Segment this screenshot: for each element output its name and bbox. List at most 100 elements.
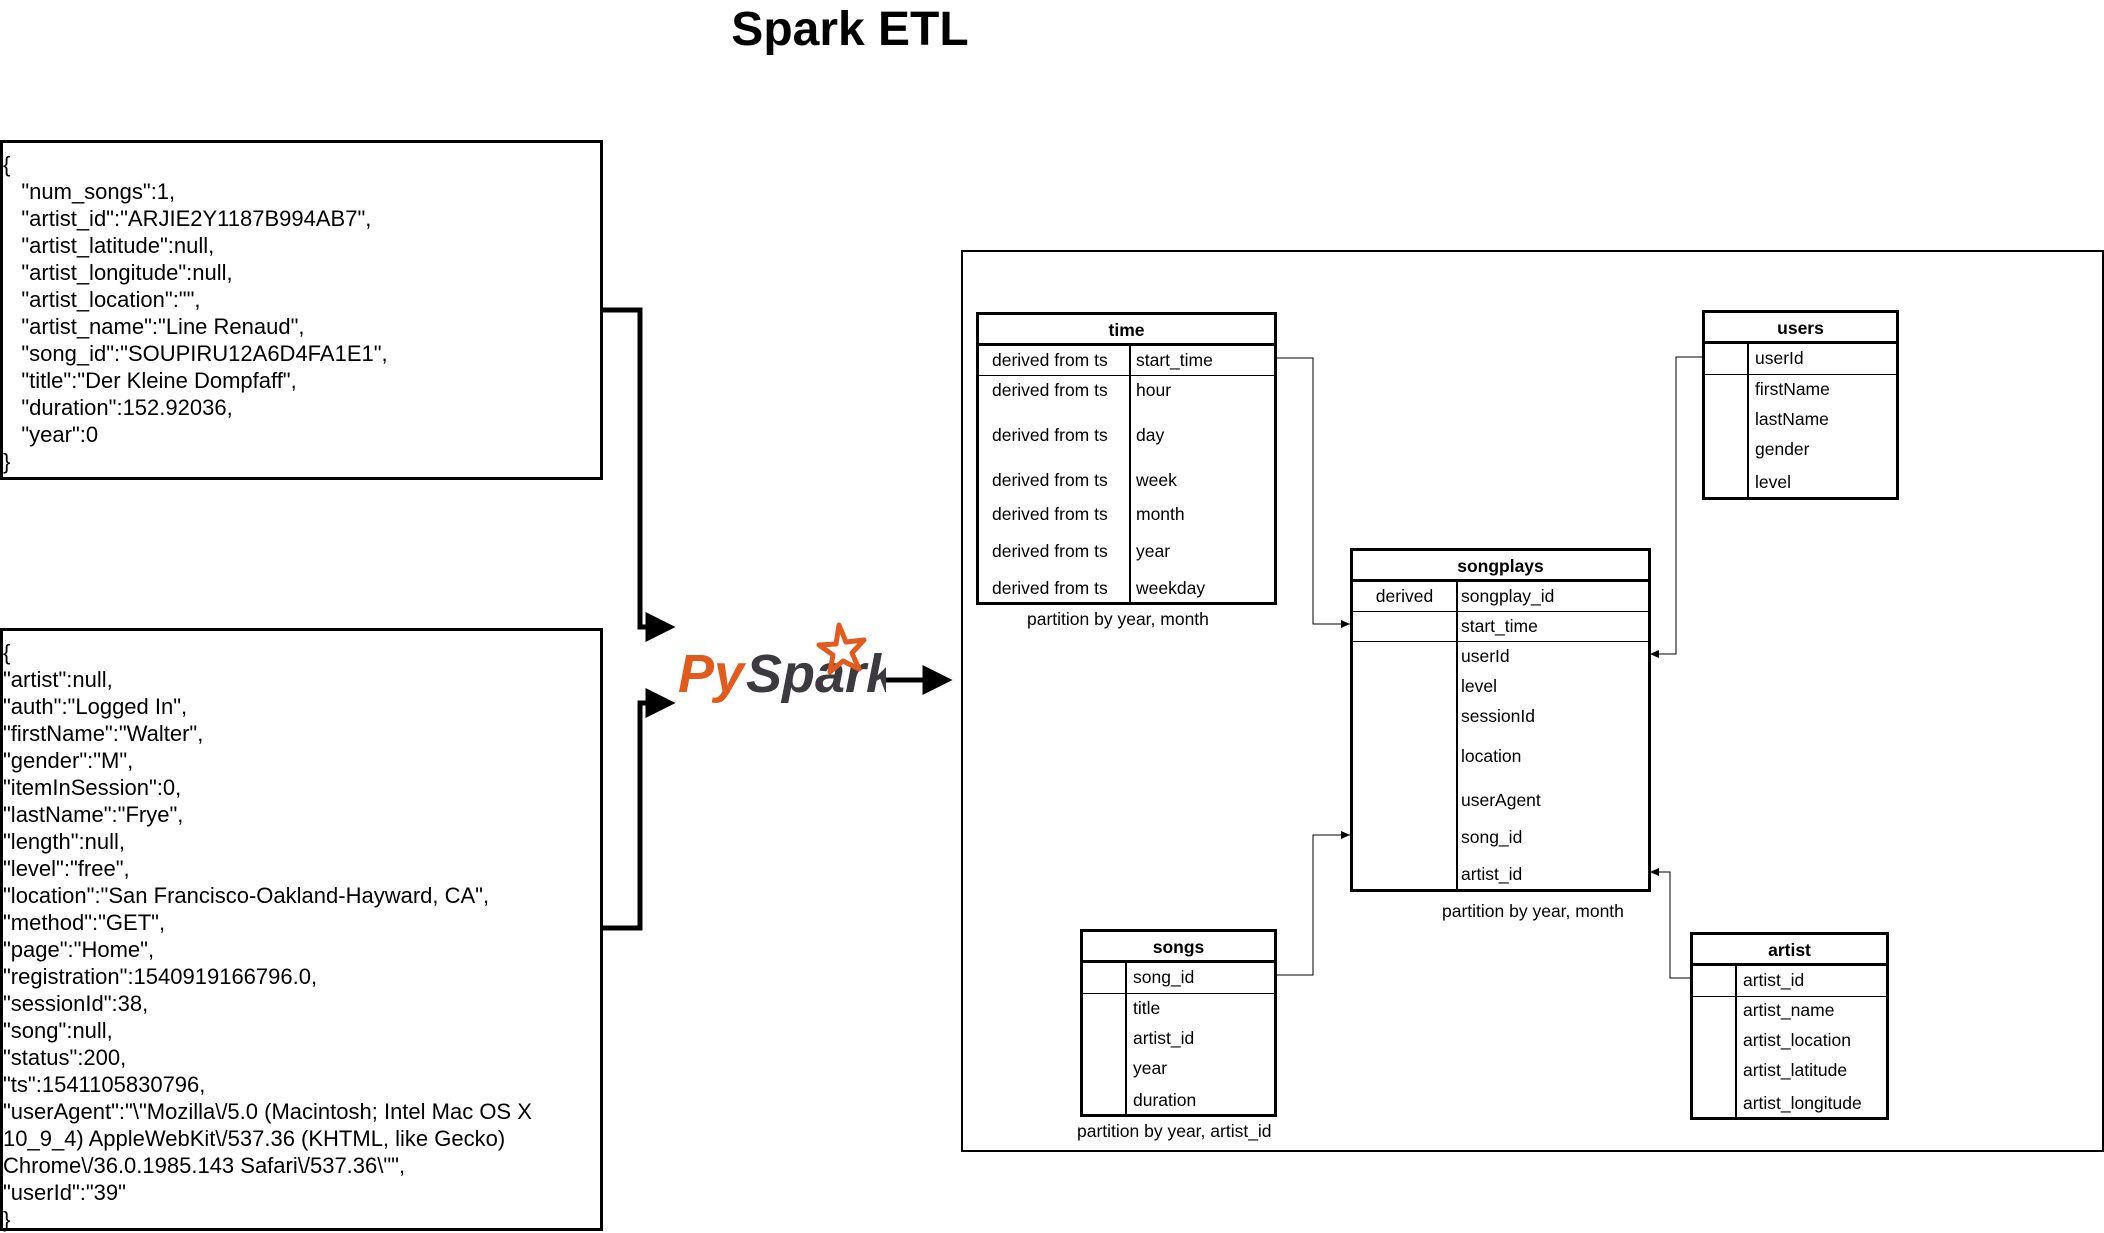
table-column: sessionId — [1461, 706, 1535, 726]
time-to-songplays-link — [1276, 357, 1350, 628]
json-line: "gender":"M", — [3, 748, 134, 773]
table-header: time — [979, 315, 1274, 346]
table-column: location — [1461, 746, 1522, 766]
table-cell: derived from ts — [992, 425, 1108, 445]
table-column: userAgent — [1461, 790, 1541, 810]
json-line: "firstName":"Walter", — [3, 721, 204, 746]
table-column: year — [1133, 1058, 1168, 1078]
table-cell: derived from ts — [992, 470, 1108, 490]
pyspark-logo: Py Spark — [676, 620, 899, 720]
table-column: firstName — [1755, 379, 1830, 399]
table-column: artist_name — [1743, 1000, 1835, 1020]
json-line: "year":0 — [3, 422, 99, 447]
table-header: songs — [1083, 932, 1274, 963]
table-column: song_id — [1133, 967, 1195, 987]
json-line: "lastName":"Frye", — [3, 802, 184, 827]
json-line: "registration":1540919166796.0, — [3, 964, 318, 989]
star-schema-frame — [961, 250, 2104, 1152]
json-line: "song":null, — [3, 1018, 113, 1043]
table-header: songplays — [1353, 551, 1648, 582]
users-table: users userId firstName lastName gender l… — [1702, 310, 1899, 500]
table-column: year — [1136, 541, 1171, 561]
json-line: "method":"GET", — [3, 910, 166, 935]
users-to-songplays-link — [1650, 356, 1703, 658]
json-line: "ts":1541105830796, — [3, 1072, 206, 1097]
json-line: "auth":"Logged In", — [3, 694, 188, 719]
table-column: start_time — [1136, 350, 1213, 370]
table-column: userId — [1461, 646, 1510, 666]
table-column: artist_id — [1133, 1028, 1195, 1048]
table-column: song_id — [1461, 827, 1523, 847]
star-icon — [816, 622, 867, 675]
songplays-partition-label: partition by year, month — [1442, 901, 1624, 921]
table-column: start_time — [1461, 616, 1538, 636]
json-line: "artist":null, — [3, 667, 113, 692]
song-data-json-box: { "num_songs":1, "artist_id":"ARJIE2Y118… — [0, 140, 603, 480]
songplays-table: songplays derived songplay_id start_time… — [1350, 548, 1651, 892]
table-column: month — [1136, 504, 1185, 524]
table-column: week — [1136, 470, 1177, 490]
table-column: artist_id — [1461, 864, 1523, 884]
artist-to-songplays-link — [1650, 868, 1690, 979]
table-column: artist_location — [1743, 1030, 1851, 1050]
table-column: hour — [1136, 380, 1172, 400]
song-data-arrow — [603, 307, 676, 642]
json-line: "artist_name":"Line Renaud", — [3, 314, 305, 339]
table-cell: derived — [1375, 586, 1434, 606]
json-line: "page":"Home", — [3, 937, 155, 962]
logo-spark-text: Spark — [746, 644, 886, 704]
json-line: "artist_latitude":null, — [3, 233, 215, 258]
json-line: "title":"Der Kleine Dompfaff", — [3, 368, 297, 393]
diagram-title: Spark ETL — [731, 3, 969, 56]
json-line: "duration":152.92036, — [3, 395, 233, 420]
time-partition-label: partition by year, month — [1027, 609, 1209, 629]
json-line: "userId":"39" — [3, 1180, 126, 1205]
table-column: level — [1755, 472, 1791, 492]
artist-table: artist artist_id artist_name artist_loca… — [1690, 932, 1889, 1120]
table-column: level — [1461, 676, 1497, 696]
table-column: artist_id — [1743, 970, 1805, 990]
json-line: "artist_location":"", — [3, 287, 201, 312]
json-line: "sessionId":38, — [3, 991, 149, 1016]
json-line: { — [3, 640, 11, 665]
json-line: "status":200, — [3, 1045, 127, 1070]
table-column: artist_latitude — [1743, 1060, 1848, 1080]
table-column: weekday — [1136, 578, 1206, 598]
time-table: time derived from ts derived from ts der… — [976, 312, 1277, 605]
songs-to-songplays-link — [1276, 831, 1350, 976]
table-column: songplay_id — [1461, 586, 1555, 606]
table-column: gender — [1755, 439, 1810, 459]
table-cell: derived from ts — [992, 541, 1108, 561]
log-data-arrow — [603, 688, 676, 931]
songs-table: songs song_id title artist_id year durat… — [1080, 929, 1277, 1117]
table-column: duration — [1133, 1090, 1197, 1110]
table-column: title — [1133, 998, 1161, 1018]
table-cell: derived from ts — [992, 504, 1108, 524]
json-line: "artist_id":"ARJIE2Y1187B994AB7", — [3, 206, 372, 231]
json-line: } — [3, 449, 11, 474]
table-column: lastName — [1755, 409, 1829, 429]
logo-py-text: Py — [678, 644, 747, 704]
json-line: "level":"free", — [3, 856, 130, 881]
table-column: artist_longitude — [1743, 1093, 1862, 1113]
json-line: "length":null, — [3, 829, 126, 854]
json-line: 10_9_4) AppleWebKit\/537.36 (KHTML, like… — [3, 1126, 506, 1151]
json-line: { — [3, 152, 11, 177]
table-column: day — [1136, 425, 1165, 445]
pyspark-logo-graphic: Py Spark — [678, 622, 899, 704]
table-column: userId — [1755, 348, 1804, 368]
log-data-json-box: { "artist":null, "auth":"Logged In", "fi… — [0, 628, 603, 1232]
table-cell: derived from ts — [992, 350, 1108, 370]
json-line: Chrome\/36.0.1985.143 Safari\/537.36\"", — [3, 1153, 406, 1178]
json-line: "userAgent":"\"Mozilla\/5.0 (Macintosh; … — [3, 1099, 532, 1124]
json-line: } — [3, 1207, 11, 1232]
json-line: "num_songs":1, — [3, 179, 176, 204]
json-line: "itemInSession":0, — [3, 775, 182, 800]
json-line: "artist_longitude":null, — [3, 260, 233, 285]
songs-partition-label: partition by year, artist_id — [1077, 1121, 1272, 1141]
json-line: "song_id":"SOUPIRU12A6D4FA1E1", — [3, 341, 388, 366]
table-header: users — [1705, 313, 1896, 344]
table-cell: derived from ts — [992, 578, 1108, 598]
json-line: "location":"San Francisco-Oakland-Haywar… — [3, 883, 490, 908]
